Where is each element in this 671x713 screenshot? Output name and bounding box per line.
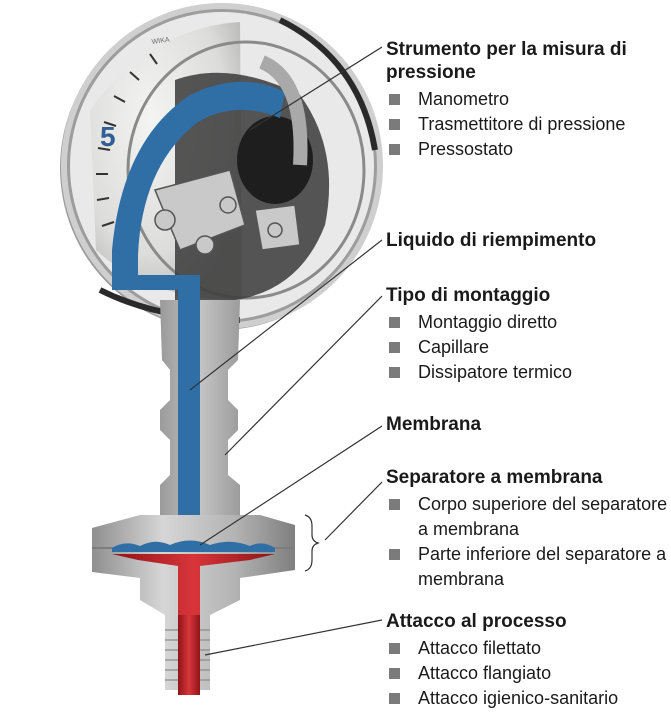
list-item: Attacco igienico-sanitario [386, 686, 671, 711]
section-title: Tipo di montaggio [386, 284, 671, 307]
dial-number: 5 [100, 121, 116, 152]
list-item: Attacco filettato [386, 636, 671, 661]
label-strumento: Strumento per la misura di pressione Man… [386, 38, 671, 162]
list-item: Corpo superiore del separatore a membran… [386, 492, 671, 542]
bullet-square-icon [389, 317, 400, 328]
label-membrana: Membrana [386, 413, 671, 436]
bullet-square-icon [389, 499, 400, 510]
list-item: Trasmettitore di pressione [386, 112, 671, 137]
list-item: Capillare [386, 335, 671, 360]
bullet-square-icon [389, 342, 400, 353]
bullet-square-icon [389, 144, 400, 155]
list-item: Montaggio diretto [386, 310, 671, 335]
label-separatore: Separatore a membrana Corpo superiore de… [386, 466, 671, 592]
list-item: Parte inferiore del separatore a membran… [386, 542, 671, 592]
bullet-square-icon [389, 643, 400, 654]
bullet-square-icon [389, 119, 400, 130]
bullet-square-icon [389, 549, 400, 560]
list-item: Dissipatore termico [386, 360, 671, 385]
leader-separatore [325, 482, 382, 540]
bullet-square-icon [389, 668, 400, 679]
gauge-case: 5 WIKA [60, 6, 380, 330]
bullet-square-icon [389, 693, 400, 704]
separatore-bracket [305, 515, 318, 571]
item-list: Manometro Trasmettitore di pressione Pre… [386, 87, 671, 162]
diaphragm-seal-body [92, 515, 295, 695]
section-title: Membrana [386, 413, 671, 436]
section-title: Attacco al processo [386, 610, 671, 633]
bullet-square-icon [389, 94, 400, 105]
section-title: Separatore a membrana [386, 466, 671, 489]
bullet-square-icon [389, 367, 400, 378]
label-attacco: Attacco al processo Attacco filettato At… [386, 610, 671, 711]
leader-attacco [205, 620, 382, 655]
item-list: Attacco filettato Attacco flangiato Atta… [386, 636, 671, 711]
label-liquido: Liquido di riempimento [386, 229, 671, 252]
label-montaggio: Tipo di montaggio Montaggio diretto Capi… [386, 284, 671, 385]
section-title: Strumento per la misura di pressione [386, 38, 671, 84]
list-item: Pressostato [386, 137, 671, 162]
list-item: Manometro [386, 87, 671, 112]
item-list: Corpo superiore del separatore a membran… [386, 492, 671, 592]
section-title: Liquido di riempimento [386, 229, 671, 252]
item-list: Montaggio diretto Capillare Dissipatore … [386, 310, 671, 385]
list-item: Attacco flangiato [386, 661, 671, 686]
